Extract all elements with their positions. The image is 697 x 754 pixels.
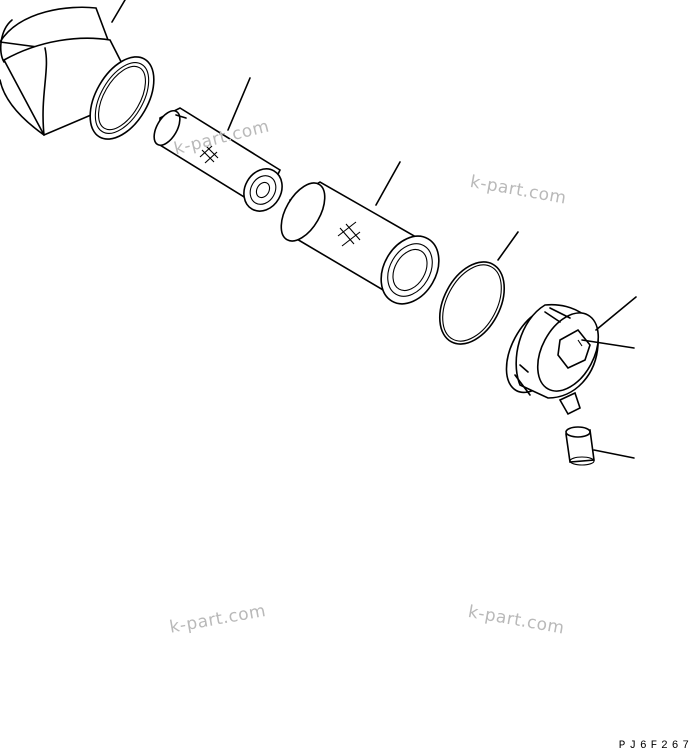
vacuator-valve (565, 426, 635, 466)
inner-filter-element (153, 77, 283, 212)
air-cleaner-housing (0, 0, 155, 140)
outer-filter-element (280, 161, 440, 305)
drawing-code: PJ6F267 (618, 740, 693, 752)
o-ring-seal (438, 231, 519, 345)
air-cleaner-cover (505, 296, 637, 416)
